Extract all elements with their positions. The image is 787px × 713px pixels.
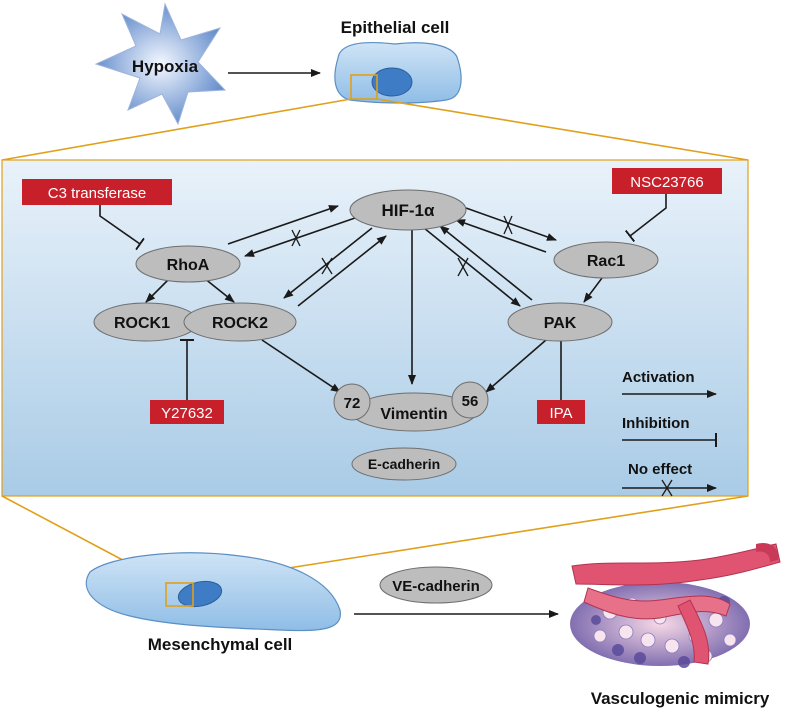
ipa-label: IPA (549, 405, 572, 422)
zoom-line-top-right (376, 98, 749, 161)
hypoxia-star-icon (94, 2, 227, 126)
vasculogenic-mimicry-illustration (570, 542, 781, 668)
rac1-node (553, 241, 659, 279)
mesenchymal-nucleus-icon (177, 580, 223, 608)
rock1-label: ROCK1 (114, 315, 170, 332)
ve-cadherin-label: VE-cadherin (392, 578, 480, 595)
hif-pak-no-effect-mark (457, 257, 469, 277)
rac1-to-pak-arrow (583, 277, 603, 303)
rhoa-to-rock1-arrow (145, 277, 171, 303)
pak-to-vimentin-arrow (485, 339, 547, 393)
epithelial-cell-label: Epithelial cell (341, 18, 450, 37)
nsc23766-box (612, 168, 722, 194)
legend-no-effect-cross-icon (661, 479, 673, 497)
hif-rac1-no-effect-mark (503, 215, 513, 235)
legend-activation-label: Activation (622, 369, 695, 386)
e-cadherin-label: E-cadherin (368, 456, 440, 472)
ve-cadherin-node (379, 566, 493, 604)
rac1-label: Rac1 (587, 253, 625, 270)
y27632-box (150, 400, 224, 424)
vimentin-72-label: 72 (344, 395, 361, 412)
hif-to-rac1-arrow (465, 207, 557, 241)
rock2-to-vimentin-arrow (261, 339, 341, 393)
e-cadherin-node (351, 447, 457, 481)
vimentin-label: Vimentin (380, 406, 447, 423)
vimentin-56-circle (451, 381, 489, 419)
rhoa-to-rock2-arrow (203, 277, 235, 303)
pak-node (507, 302, 613, 342)
nsc23766-label: NSC23766 (630, 174, 703, 191)
vasculogenic-mimicry-label: Vasculogenic mimicry (591, 689, 770, 708)
c3-inhibits-rhoa (99, 205, 145, 251)
hif-rhoa-no-effect-mark (291, 229, 301, 247)
hif-rock2-no-effect-mark (321, 257, 333, 275)
rock2-to-hif-arrow (297, 235, 387, 307)
rhoa-node (135, 245, 241, 283)
pak-to-hif-arrow (439, 225, 533, 301)
zoom-line-top-left (1, 98, 352, 161)
y27632-label: Y27632 (161, 405, 213, 422)
rock2-label: ROCK2 (212, 315, 268, 332)
nsc-inhibits-rac1 (624, 194, 667, 243)
mesenchymal-zoom-box (165, 582, 194, 607)
pak-label: PAK (544, 315, 577, 332)
c3-transferase-box (22, 179, 172, 205)
hif1a-node (349, 189, 467, 231)
rac1-to-hif-arrow (455, 219, 547, 253)
vimentin-56-label: 56 (462, 393, 479, 410)
hif-to-rhoa-arrow (244, 217, 356, 257)
ipa-box (537, 400, 585, 424)
rhoa-label: RhoA (167, 257, 210, 274)
hypoxia-label: Hypoxia (132, 57, 199, 76)
mesenchymal-cell-label: Mesenchymal cell (148, 635, 293, 654)
legend-no-effect-label: No effect (628, 461, 692, 478)
hif1a-label: HIF-1α (382, 201, 436, 220)
rhoa-to-hif-arrow (227, 205, 339, 245)
epithelial-zoom-box (350, 74, 378, 100)
vimentin-72-circle (333, 383, 371, 421)
hif-to-pak-arrow (423, 227, 521, 307)
c3-transferase-label: C3 transferase (48, 185, 146, 202)
legend-inhibition-label: Inhibition (622, 415, 689, 432)
epithelial-nucleus-icon (371, 67, 413, 97)
hif-to-rock2-arrow (283, 227, 373, 299)
rock2-node (183, 302, 297, 342)
